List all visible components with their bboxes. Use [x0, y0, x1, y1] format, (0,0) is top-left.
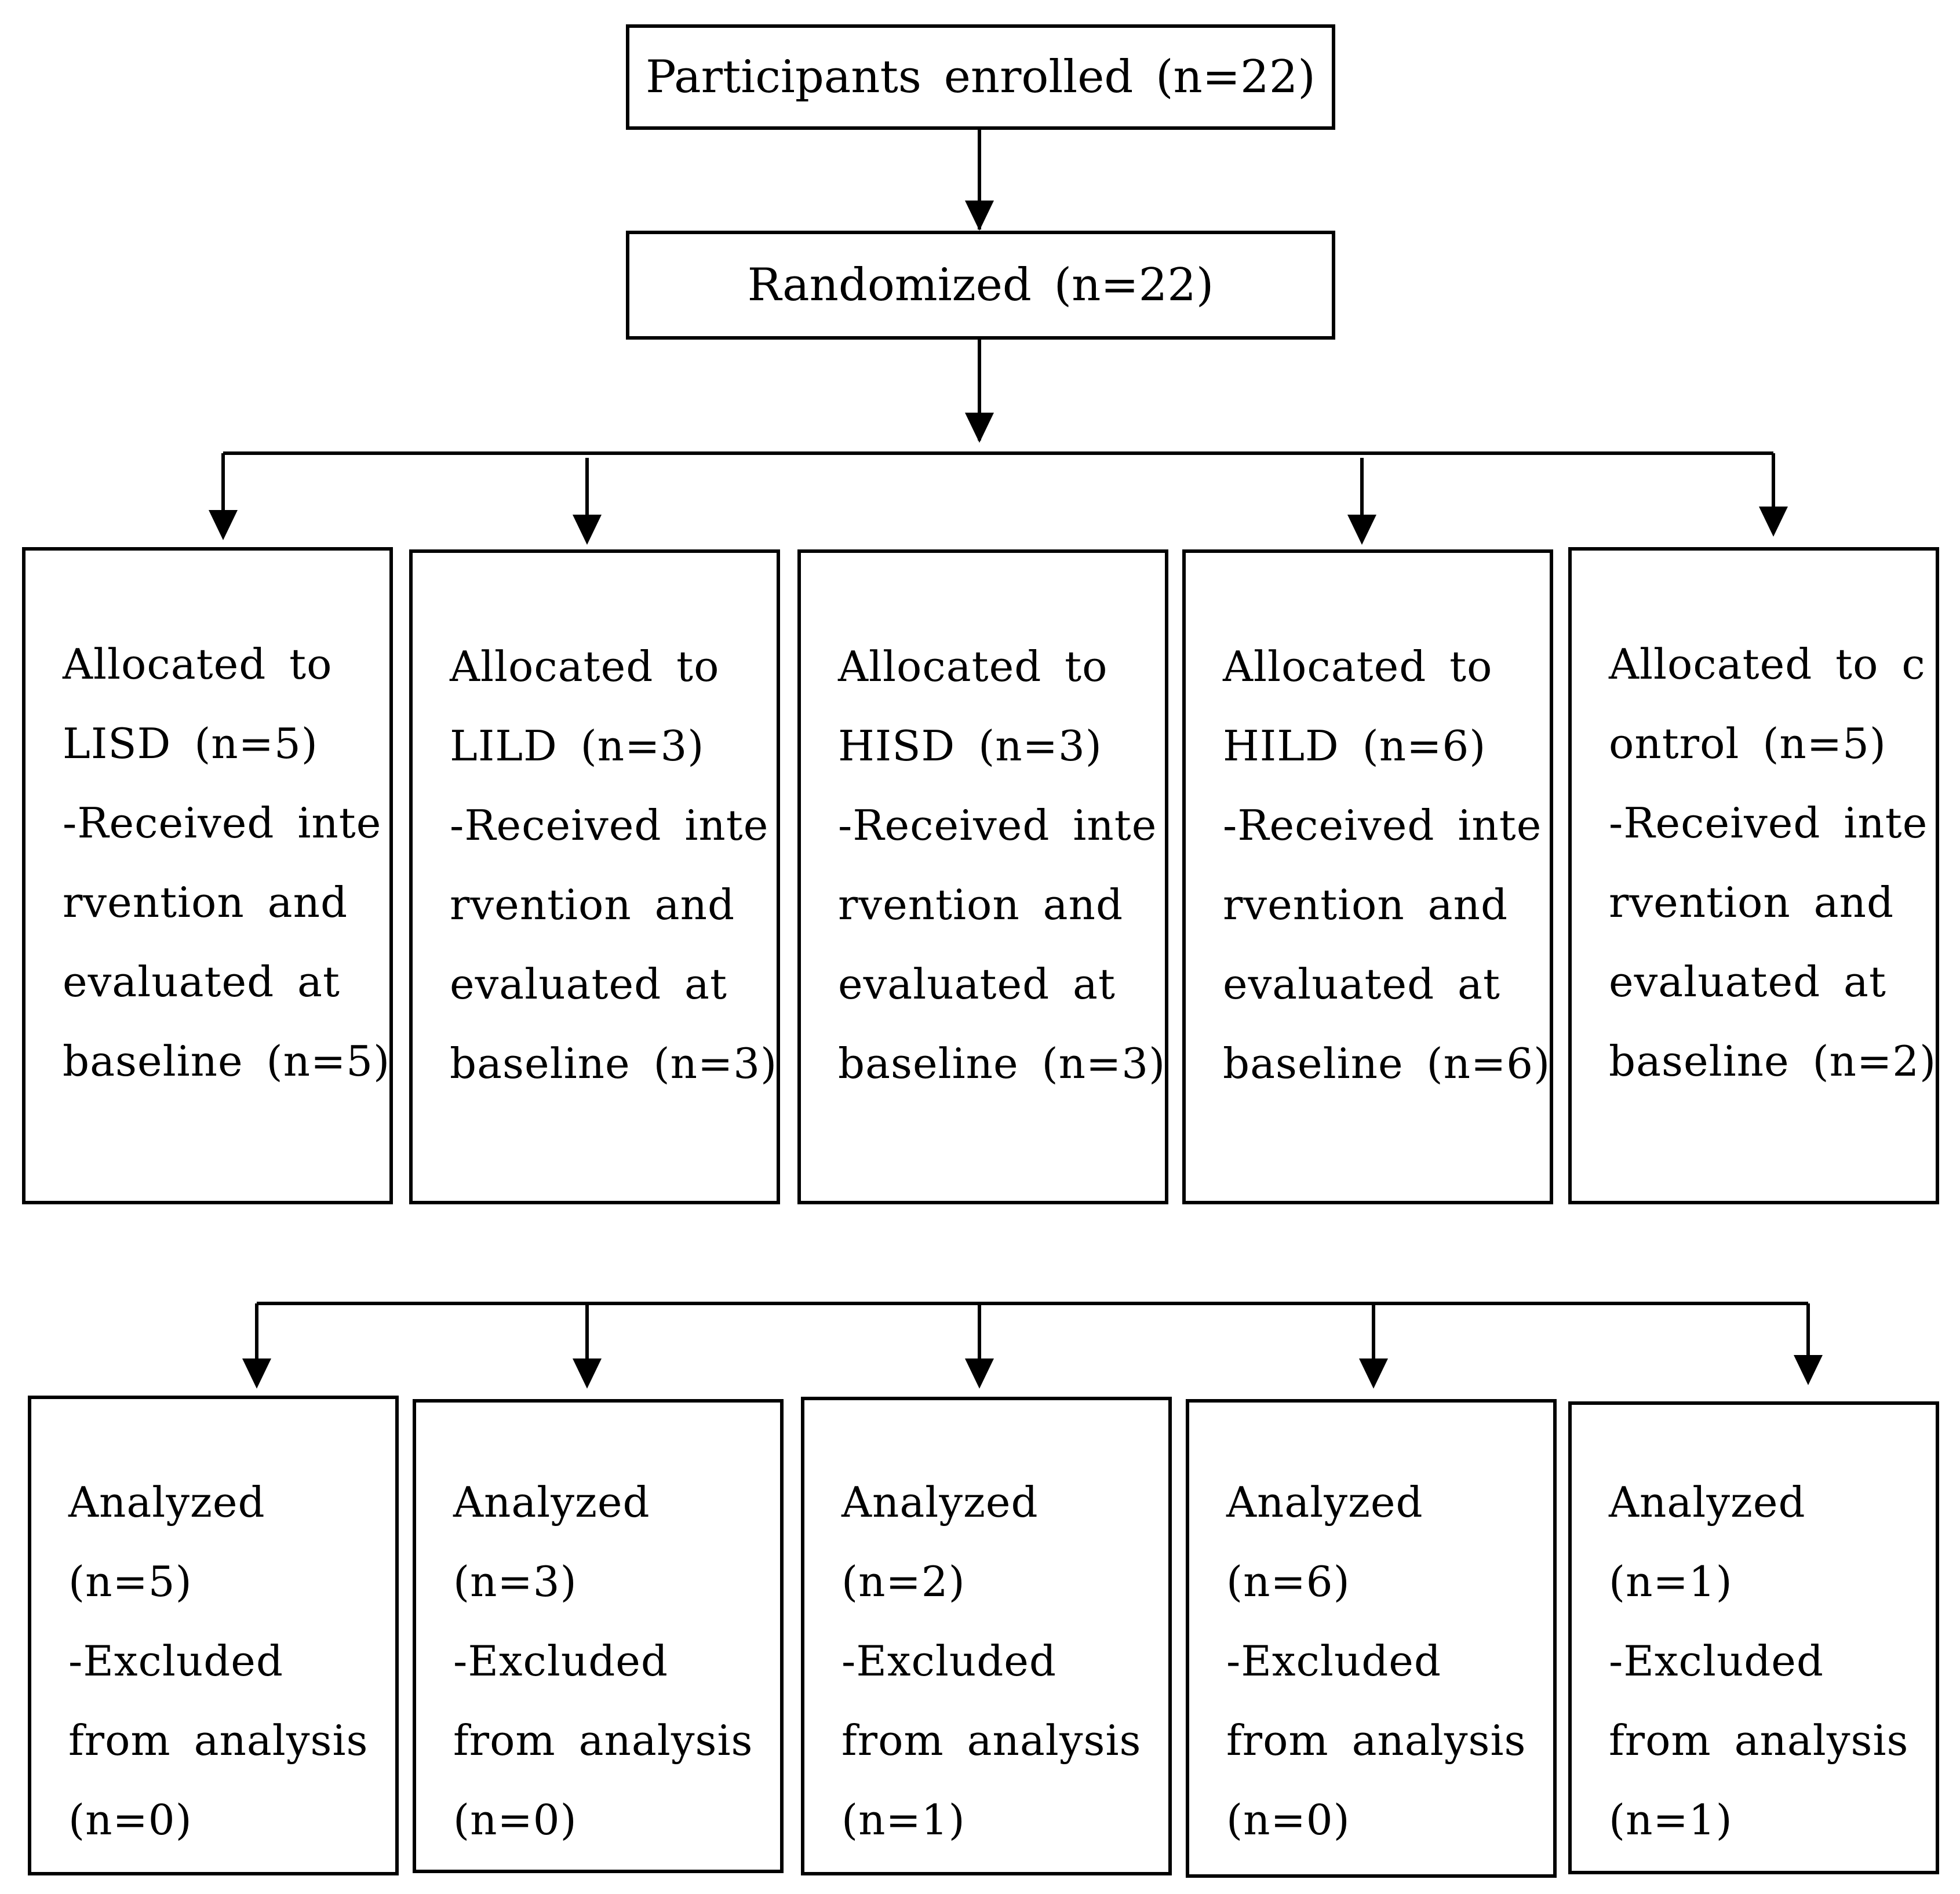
- analysis-line: (n=0): [68, 1795, 192, 1844]
- arrowhead-analysis-5: [1794, 1355, 1823, 1385]
- randomized-label: Randomized (n=22): [747, 259, 1214, 311]
- analysis-line: from analysis: [68, 1716, 369, 1765]
- allocation-line: rvention and: [1223, 880, 1509, 929]
- arrowhead-allocation-5: [1759, 507, 1788, 537]
- allocation-line: baseline (n=3): [838, 1039, 1166, 1088]
- analysis-line: (n=6): [1226, 1557, 1350, 1606]
- analysis-line: -Excluded: [1609, 1637, 1824, 1685]
- allocation-line: rvention and: [838, 880, 1124, 929]
- allocation-line: Allocated to c: [1609, 640, 1926, 689]
- analysis-line: Analyzed: [1226, 1478, 1423, 1527]
- arrowhead-randomized-to-branch: [965, 413, 994, 443]
- allocation-line: rvention and: [63, 878, 348, 927]
- analysis-line: (n=3): [453, 1557, 577, 1606]
- allocation-line: -Received inte: [838, 801, 1157, 850]
- allocation-line: rvention and: [1609, 878, 1895, 927]
- arrowhead-analysis-3: [965, 1358, 994, 1389]
- analysis-line: -Excluded: [68, 1637, 284, 1685]
- allocation-line: Allocated to: [63, 640, 333, 689]
- analysis-line: Analyzed: [453, 1478, 650, 1527]
- analysis-line: -Excluded: [1226, 1637, 1442, 1685]
- analysis-line: from analysis: [841, 1716, 1142, 1765]
- allocation-box-lild: Allocated to LILD (n=3) -Received inte r…: [409, 549, 780, 1204]
- analysis-box-hisd: Analyzed (n=2) -Excluded from analysis (…: [801, 1397, 1172, 1875]
- analysis-box-control: Analyzed (n=1) -Excluded from analysis (…: [1568, 1401, 1939, 1874]
- analysis-line: Analyzed: [1609, 1478, 1806, 1527]
- allocation-line: baseline (n=5): [63, 1037, 391, 1086]
- allocation-box-lisd: Allocated to LISD (n=5) -Received inte r…: [22, 547, 393, 1204]
- allocation-line: evaluated at: [450, 960, 727, 1008]
- allocation-line: HILD (n=6): [1223, 722, 1487, 770]
- allocation-line: baseline (n=6): [1223, 1039, 1551, 1088]
- allocation-line: -Received inte: [450, 801, 769, 850]
- analysis-line: Analyzed: [841, 1478, 1039, 1527]
- analysis-box-hild: Analyzed (n=6) -Excluded from analysis (…: [1186, 1399, 1557, 1878]
- analysis-line: -Excluded: [453, 1637, 669, 1685]
- analysis-line: (n=1): [841, 1795, 966, 1844]
- analysis-line: from analysis: [453, 1716, 753, 1765]
- allocation-line: -Received inte: [1609, 799, 1928, 847]
- analysis-line: from analysis: [1226, 1716, 1527, 1765]
- arrowhead-allocation-2: [573, 515, 602, 545]
- arrowhead-analysis-4: [1359, 1358, 1388, 1389]
- allocation-line: ontrol (n=5): [1609, 719, 1887, 768]
- analysis-line: (n=1): [1609, 1557, 1733, 1606]
- allocation-line: HISD (n=3): [838, 722, 1102, 770]
- allocation-line: baseline (n=2): [1609, 1037, 1937, 1086]
- enrolled-label: Participants enrolled (n=22): [646, 51, 1316, 103]
- randomized-box: Randomized (n=22): [626, 231, 1335, 340]
- allocation-line: evaluated at: [1223, 960, 1500, 1008]
- allocation-line: baseline (n=3): [450, 1039, 778, 1088]
- arrowhead-analysis-1: [242, 1358, 271, 1389]
- analysis-line: -Excluded: [841, 1637, 1057, 1685]
- allocation-line: evaluated at: [63, 957, 340, 1006]
- arrowhead-analysis-2: [573, 1358, 602, 1389]
- analysis-line: from analysis: [1609, 1716, 1909, 1765]
- analysis-line: Analyzed: [68, 1478, 265, 1527]
- enrolled-box: Participants enrolled (n=22): [626, 24, 1335, 130]
- allocation-line: LILD (n=3): [450, 722, 705, 770]
- allocation-line: evaluated at: [1609, 957, 1886, 1006]
- analysis-line: (n=5): [68, 1557, 192, 1606]
- analysis-line: (n=0): [1226, 1795, 1350, 1844]
- allocation-box-hisd: Allocated to HISD (n=3) -Received inte r…: [797, 549, 1168, 1204]
- allocation-line: evaluated at: [838, 960, 1116, 1008]
- allocation-line: LISD (n=5): [63, 719, 318, 768]
- allocation-line: Allocated to: [838, 642, 1108, 691]
- analysis-line: (n=2): [841, 1557, 966, 1606]
- allocation-line: -Received inte: [63, 799, 382, 847]
- allocation-line: rvention and: [450, 880, 735, 929]
- allocation-box-hild: Allocated to HILD (n=6) -Received inte r…: [1182, 549, 1553, 1204]
- analysis-line: (n=1): [1609, 1795, 1733, 1844]
- allocation-line: Allocated to: [1223, 642, 1493, 691]
- allocation-box-control: Allocated to c ontrol (n=5) -Received in…: [1568, 547, 1939, 1204]
- analysis-line: (n=0): [453, 1795, 577, 1844]
- arrowhead-allocation-1: [209, 510, 238, 540]
- allocation-line: Allocated to: [450, 642, 720, 691]
- analysis-box-lisd: Analyzed (n=5) -Excluded from analysis (…: [28, 1396, 399, 1875]
- arrowhead-enrolled-to-randomized: [965, 201, 994, 231]
- analysis-box-lild: Analyzed (n=3) -Excluded from analysis (…: [413, 1399, 784, 1873]
- allocation-line: -Received inte: [1223, 801, 1542, 850]
- arrowhead-allocation-4: [1347, 515, 1376, 545]
